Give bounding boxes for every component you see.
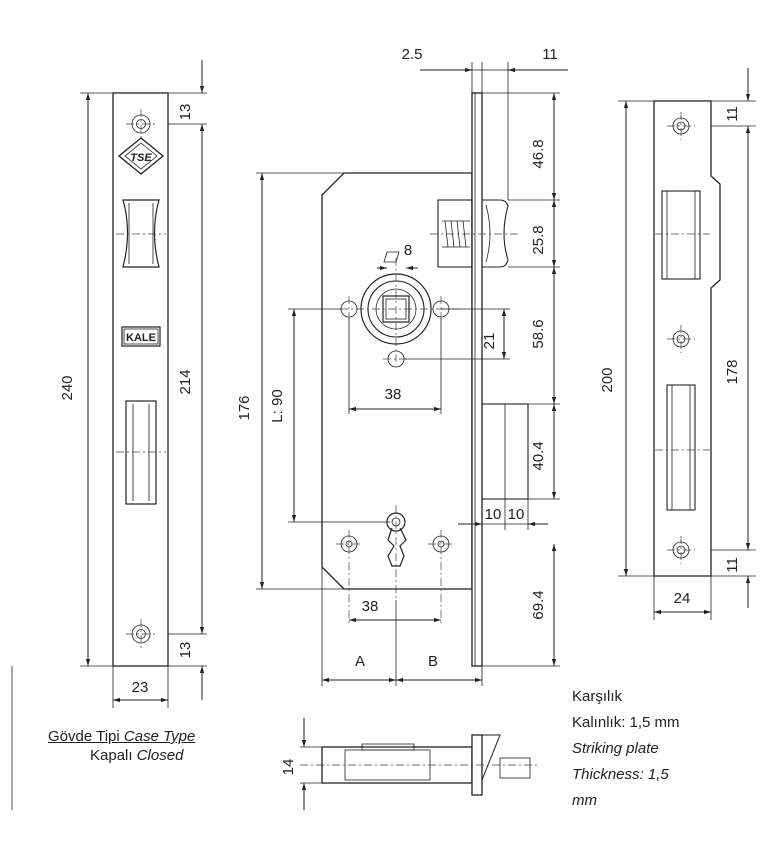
case-type-heading: Gövde Tipi Case Type bbox=[48, 728, 195, 745]
dim-strike-height: 200 bbox=[599, 367, 616, 392]
case-type-caption: Gövde Tipi Case Type Kapalı Closed bbox=[48, 727, 195, 765]
case-type-value-tr: Kapalı bbox=[90, 747, 133, 764]
lock-section-view: 14 bbox=[280, 718, 540, 810]
bolt-opening bbox=[116, 400, 166, 505]
screw-hole-bottom bbox=[126, 619, 156, 649]
latch-opening bbox=[116, 199, 166, 268]
dim-hole-spacing: 214 bbox=[177, 369, 194, 394]
dim-spindle-square: 8 bbox=[404, 242, 412, 259]
screw-hole-top bbox=[126, 109, 156, 139]
dim-backset-a: A bbox=[355, 653, 365, 670]
dim-strike-width: 24 bbox=[674, 590, 691, 607]
strike-bolt-opening bbox=[666, 384, 696, 511]
dim-strike-bottom: 11 bbox=[724, 557, 741, 573]
dim-top-13: 13 bbox=[177, 104, 194, 121]
case-type-label-tr: Gövde Tipi bbox=[48, 728, 120, 745]
note-line-1: Karşılık bbox=[572, 688, 623, 705]
dim-spindle-to-holes: 21 bbox=[481, 333, 498, 350]
dim-body-height: 176 bbox=[236, 395, 253, 420]
svg-text:KALE: KALE bbox=[126, 332, 156, 344]
faceplate-view: TSE KALE bbox=[59, 60, 207, 708]
case-type-label-en: Case Type bbox=[123, 728, 196, 745]
dim-bottom-to-key: 69.4 bbox=[530, 590, 547, 619]
lock-body-view: 2.5 11 46.8 25.8 58.6 40.4 69.4 8 21 38 bbox=[236, 46, 568, 686]
strike-hole-middle bbox=[667, 325, 695, 353]
striking-plate-note: Karşılık Kalınlık: 1,5 mm Striking plate… bbox=[572, 684, 680, 814]
dim-latch-height: 25.8 bbox=[530, 225, 547, 254]
dim-case-thickness: 14 bbox=[280, 759, 297, 776]
svg-text:TSE: TSE bbox=[130, 152, 152, 164]
case-type-value: Kapalı Closed bbox=[48, 747, 183, 764]
dim-top-to-latch: 46.8 bbox=[530, 139, 547, 168]
dim-plate-thickness: 2.5 bbox=[402, 46, 423, 63]
note-line-3: Striking plate bbox=[572, 740, 659, 757]
mounting-holes-lower bbox=[336, 530, 454, 625]
spindle-hub bbox=[340, 251, 460, 364]
strike-hole-bottom bbox=[667, 536, 695, 564]
dim-strike-top: 11 bbox=[724, 106, 741, 122]
dim-bottom-13: 13 bbox=[177, 642, 194, 659]
strike-latch-opening bbox=[661, 190, 701, 280]
note-line-2: Kalınlık: 1,5 mm bbox=[572, 714, 680, 731]
keyhole bbox=[386, 505, 407, 600]
strike-hole-top bbox=[667, 112, 695, 140]
dim-hole-spacing-upper: 38 bbox=[385, 386, 402, 403]
dead-bolt bbox=[481, 403, 529, 500]
dim-bolt-throw-2: 10 bbox=[508, 506, 525, 523]
dim-strike-hole-spacing: 178 bbox=[724, 359, 741, 384]
dim-faceplate-height: 240 bbox=[59, 375, 76, 400]
dim-distance-l: L: 90 bbox=[269, 389, 286, 422]
note-line-5: mm bbox=[572, 792, 597, 809]
dim-bolt-throw-1: 10 bbox=[485, 506, 502, 523]
dim-bolt-height: 40.4 bbox=[530, 441, 547, 470]
dim-spindle-to-bolt: 58.6 bbox=[530, 319, 547, 348]
case-type-value-en: Closed bbox=[136, 747, 184, 764]
note-line-4: Thickness: 1,5 bbox=[572, 766, 669, 783]
dim-faceplate-width: 23 bbox=[132, 679, 149, 696]
dim-hole-spacing-lower: 38 bbox=[362, 598, 379, 615]
latch-bolt bbox=[430, 199, 520, 268]
kale-logo: KALE bbox=[121, 326, 161, 347]
strike-plate-view: 200 178 11 11 24 bbox=[599, 68, 756, 620]
dim-backset-b: B bbox=[428, 653, 438, 670]
tse-logo: TSE bbox=[117, 137, 165, 175]
dim-bolt-offset: 11 bbox=[542, 46, 558, 63]
